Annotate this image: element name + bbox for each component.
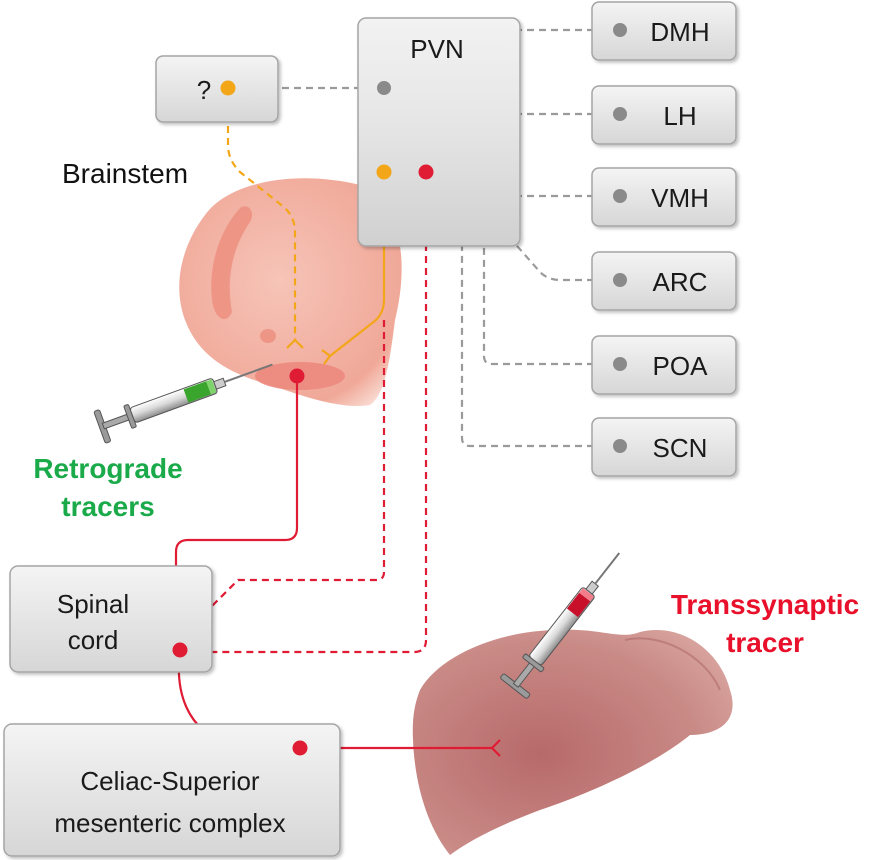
label-pvn: PVN <box>410 34 463 64</box>
pathway-brainstem-spinal <box>174 376 299 632</box>
box-dmh <box>591 1 737 61</box>
pathway-unknown-brainstem <box>226 90 297 340</box>
orange-pathways <box>226 90 386 365</box>
label-poa: POA <box>653 351 709 381</box>
synapse-orange-1 <box>286 338 304 349</box>
label-scn: SCN <box>653 433 708 463</box>
soma-celiac-red <box>292 740 308 756</box>
pathway-pvn-brainstem <box>329 172 386 357</box>
pathway-pvn-spinal-dashed-2 <box>189 320 386 629</box>
soma-brainstem-red <box>289 368 305 384</box>
box-vmh <box>591 167 737 227</box>
soma-vmh <box>613 189 627 203</box>
label-lh: LH <box>663 101 696 131</box>
soma-arc <box>613 273 627 287</box>
pathway-poa-pvn <box>482 238 618 366</box>
label-transsynaptic-2: tracer <box>726 627 804 658</box>
liver-illustration <box>412 629 733 855</box>
soma-pvn-gray <box>377 81 391 95</box>
soma-poa <box>613 357 627 371</box>
label-celiac-2: mesenteric complex <box>54 808 285 838</box>
box-scn <box>591 417 737 477</box>
box-poa <box>591 335 737 395</box>
pathway-scn-pvn <box>460 238 618 448</box>
label-transsynaptic-1: Transsynaptic <box>671 589 859 620</box>
label-vmh: VMH <box>651 183 709 213</box>
soma-lh <box>613 107 627 121</box>
synapse-orange-2 <box>321 349 332 365</box>
soma-dmh <box>613 23 627 37</box>
label-retrograde-1: Retrograde <box>33 453 182 484</box>
label-arc: ARC <box>653 267 708 297</box>
soma-spinal-red <box>172 642 188 658</box>
box-arc <box>591 251 737 311</box>
box-unknown <box>155 55 279 123</box>
label-dmh: DMH <box>650 17 709 47</box>
label-brainstem: Brainstem <box>62 158 188 189</box>
retrograde-syringe-icon <box>93 363 273 444</box>
box-celiac <box>3 723 341 857</box>
soma-scn <box>613 439 627 453</box>
neuron-dots <box>172 23 627 756</box>
label-spinal-cord-2: cord <box>68 625 119 655</box>
synapse-red-liver <box>490 739 501 757</box>
label-retrograde-2: tracers <box>61 491 154 522</box>
label-celiac-1: Celiac-Superior <box>80 766 260 796</box>
soma-pvn-orange <box>376 164 392 180</box>
transsynaptic-syringe-icon <box>500 552 621 699</box>
label-spinal-cord-1: Spinal <box>57 589 129 619</box>
box-spinal-cord <box>9 565 213 673</box>
box-lh <box>591 85 737 145</box>
pathway-pvn-spinal-dashed-1 <box>196 172 428 654</box>
label-unknown: ? <box>197 75 211 105</box>
soma-pvn-red <box>418 164 434 180</box>
box-pvn <box>357 17 521 247</box>
soma-unknown-orange <box>220 80 236 96</box>
